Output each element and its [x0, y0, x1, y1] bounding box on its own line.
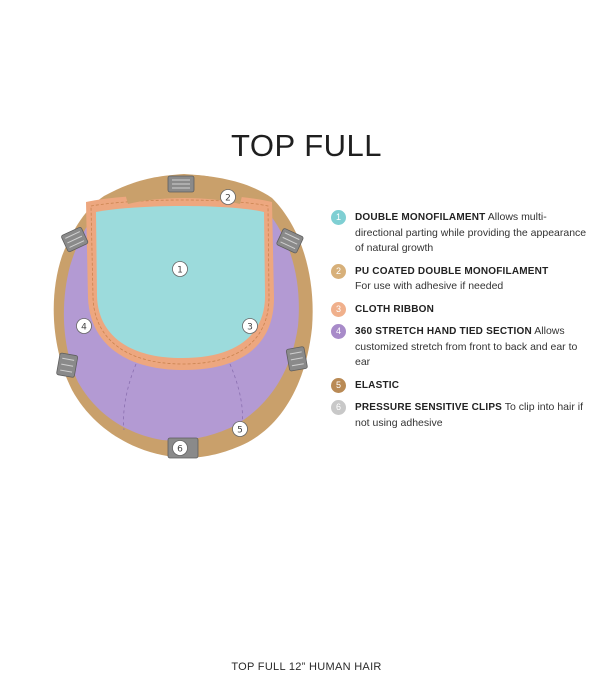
legend-item-5: 5 ELASTIC — [331, 377, 591, 394]
legend-heading: DOUBLE MONOFILAMENT — [355, 212, 486, 223]
svg-text:2: 2 — [225, 194, 231, 204]
legend-heading: PU COATED DOUBLE MONOFILAMENT — [355, 265, 549, 277]
legend-item-6: 6 PRESSURE SENSITIVE CLIPS To clip into … — [331, 400, 591, 431]
legend-heading: 360 STRETCH HAND TIED SECTION — [355, 326, 532, 337]
legend-number-3: 3 — [331, 301, 346, 317]
clip-right-top — [276, 228, 304, 254]
marker-6: 6 — [172, 440, 188, 456]
clip-left-bottom — [56, 352, 79, 378]
marker-5: 5 — [232, 421, 248, 437]
marker-2: 2 — [220, 189, 236, 205]
legend-number-6: 6 — [331, 400, 346, 415]
svg-text:6: 6 — [177, 445, 183, 455]
legend-number-5: 5 — [331, 377, 346, 393]
legend-number-1: 1 — [331, 210, 346, 225]
legend-description: For use with adhesive if needed — [355, 280, 504, 292]
svg-text:4: 4 — [81, 323, 87, 333]
marker-1: 1 — [172, 261, 188, 277]
legend-description: Allows customized stretch from front to … — [355, 325, 578, 368]
legend: 1 DOUBLE MONOFILAMENT Allows multi-direc… — [331, 210, 591, 438]
clip-right-bottom — [285, 346, 308, 372]
legend-number-4: 4 — [331, 324, 346, 339]
ribbon-stitch — [90, 199, 270, 365]
legend-heading: ELASTIC — [355, 379, 400, 391]
legend-item-4: 4 360 STRETCH HAND TIED SECTION Allows c… — [331, 324, 591, 371]
legend-heading: PRESSURE SENSITIVE CLIPS — [355, 402, 503, 413]
page-title: TOP FULL — [230, 128, 383, 163]
legend-item-2: 2 PU COATED DOUBLE MONOFILAMENT For use … — [331, 263, 591, 295]
svg-text:5: 5 — [237, 426, 243, 436]
clip-left-top — [61, 226, 89, 253]
stretch-seam-right — [229, 363, 243, 427]
svg-text:1: 1 — [177, 266, 183, 276]
product-caption: TOP FULL 12” HUMAN HAIR — [231, 661, 382, 673]
legend-description: Allows multi-directional parting while p… — [355, 211, 587, 254]
legend-number-2: 2 — [331, 263, 346, 279]
marker-4: 4 — [76, 318, 92, 334]
legend-item-1: 1 DOUBLE MONOFILAMENT Allows multi-direc… — [331, 210, 591, 257]
monofilament-top — [96, 206, 265, 358]
stretch-seam-left — [123, 363, 137, 431]
marker-3: 3 — [242, 318, 258, 334]
legend-description: To clip into hair if not using adhesive — [355, 401, 583, 429]
legend-item-3: 3 CLOTH RIBBON — [331, 301, 591, 318]
cap-diagram: 1 2 3 4 5 6 — [53, 174, 313, 459]
clip-front — [167, 175, 195, 193]
legend-heading: CLOTH RIBBON — [355, 303, 435, 315]
svg-text:3: 3 — [247, 323, 253, 333]
